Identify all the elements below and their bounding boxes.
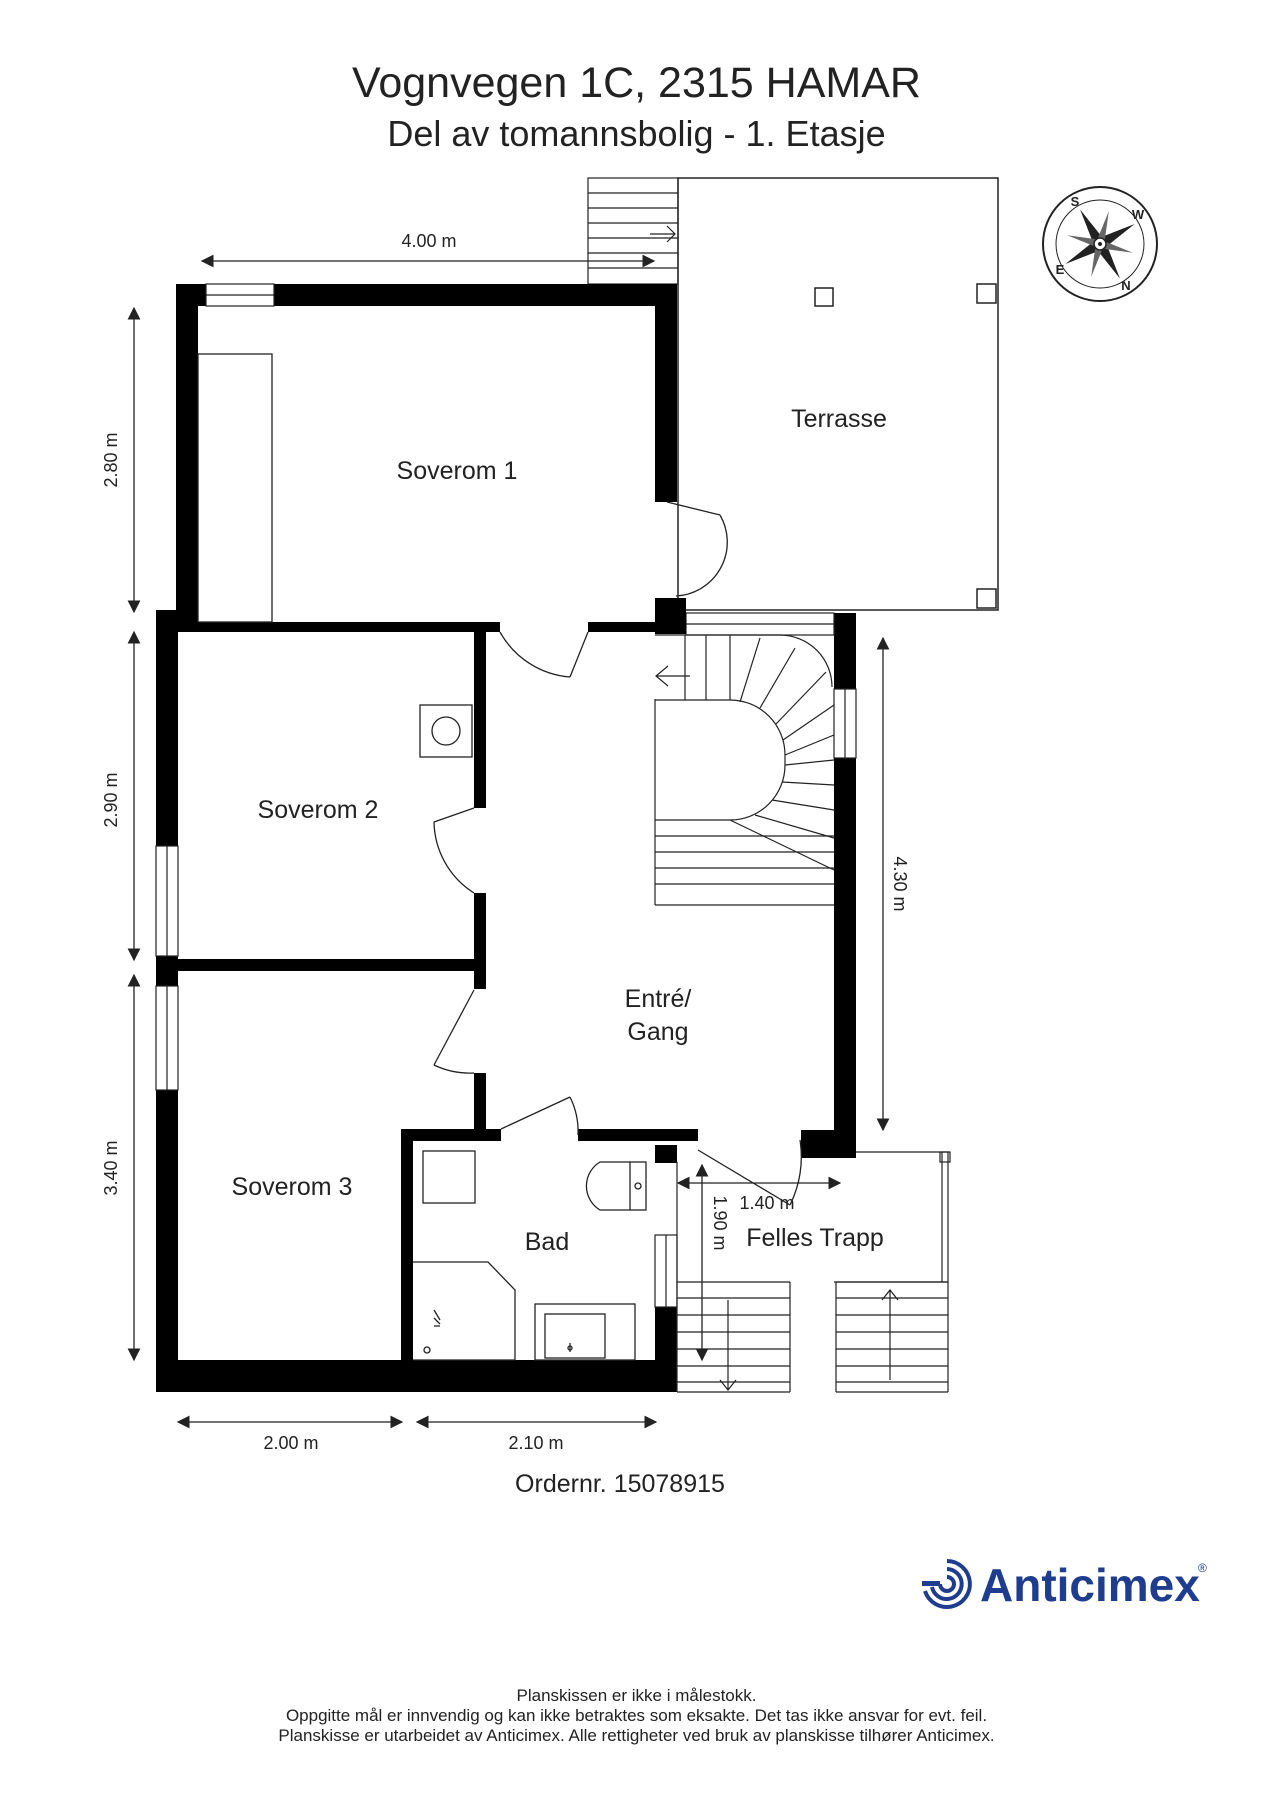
brand-name: Anticimex (980, 1559, 1200, 1611)
dim-top-width: 4.00 m (401, 231, 456, 251)
room-soverom2: Soverom 2 (258, 796, 379, 824)
staircase (654, 634, 835, 906)
interior-walls (176, 598, 698, 1377)
dim-trapp-width: 1.40 m (739, 1193, 794, 1213)
exterior-walls (156, 284, 856, 1392)
felles-trapp (676, 1151, 951, 1393)
plan-title: Vognvegen 1C, 2315 HAMAR (352, 59, 921, 107)
dim-left-soverom3: 3.40 m (101, 1140, 121, 1195)
plan-subtitle: Del av tomannsbolig - 1. Etasje (387, 113, 886, 154)
dim-left-soverom1: 2.80 m (101, 432, 121, 487)
anticimex-logo: Anticimex ® (918, 1555, 1218, 1615)
anticimex-swirl-icon (922, 1559, 972, 1609)
room-soverom1: Soverom 1 (397, 457, 518, 485)
dim-right-stair: 4.30 m (890, 856, 910, 911)
order-number: Ordernr. 15078915 (515, 1470, 725, 1498)
terrace-steps (587, 177, 679, 285)
compass-n: N (1121, 278, 1130, 293)
dim-bottom-soverom3: 2.00 m (263, 1433, 318, 1453)
bathroom-fixtures (413, 1150, 647, 1361)
soverom1-closet (197, 353, 273, 623)
dimension-lines (127, 254, 890, 1429)
terrace (677, 177, 999, 611)
floor-plan: 4.00 m 2.80 m 2.90 m 3.40 m 4.30 m 2.00 … (101, 177, 1158, 1453)
brand-registered: ® (1198, 1561, 1207, 1575)
room-soverom3: Soverom 3 (232, 1173, 353, 1201)
compass-e: E (1056, 262, 1065, 277)
compass-w: W (1132, 207, 1145, 222)
disclaimer-line3: Planskisse er utarbeidet av Anticimex. A… (278, 1726, 995, 1745)
room-terrasse: Terrasse (791, 405, 887, 433)
compass-rose: S W N E (1042, 186, 1158, 302)
dim-trapp-depth: 1.90 m (710, 1195, 730, 1250)
room-felles-trapp: Felles Trapp (746, 1224, 884, 1252)
room-bad: Bad (525, 1228, 569, 1256)
chimney (419, 704, 473, 758)
room-entre-line1: Entré/ (625, 985, 692, 1013)
windows (155, 283, 857, 1308)
compass-s: S (1071, 194, 1080, 209)
disclaimer-line2: Oppgitte mål er innvendig og kan ikke be… (285, 1706, 988, 1725)
dim-bottom-bad: 2.10 m (508, 1433, 563, 1453)
dim-left-soverom2: 2.90 m (101, 772, 121, 827)
disclaimer-line1: Planskissen er ikke i målestokk. (516, 1686, 757, 1705)
room-entre-line2: Gang (627, 1018, 688, 1046)
disclaimer: Planskissen er ikke i målestokk. Oppgitt… (0, 1686, 1273, 1746)
doors (433, 501, 802, 1206)
